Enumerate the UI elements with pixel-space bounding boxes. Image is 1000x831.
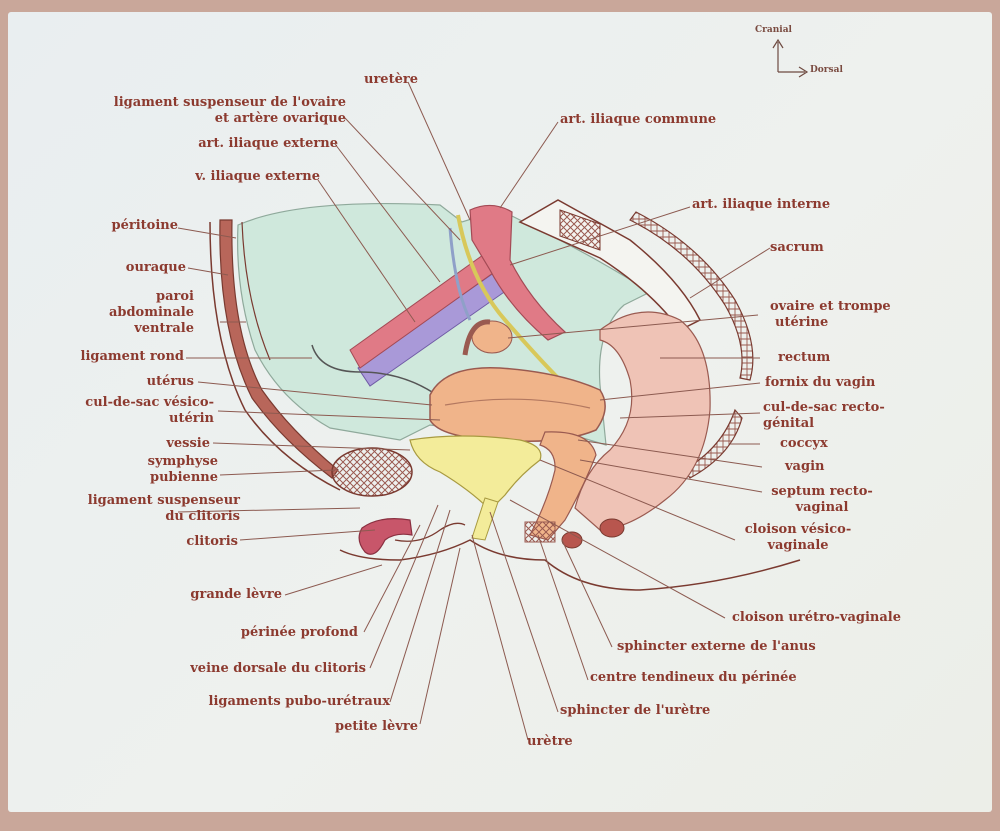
rectum [574,311,711,531]
label-coccyx: coccyx [780,436,828,451]
label-art-iliaque-interne: art. iliaque interne [692,197,831,212]
ovarian-vessels [448,227,472,321]
label-symphyse-1: symphyse [147,454,218,469]
orientation-arrow-icon [772,38,809,78]
label-art-iliaque-commune: art. iliaque commune [560,112,717,127]
anal-sphincter-2 [599,518,625,538]
label-lig-susp-clit-1: ligament suspenseur [87,493,240,508]
label-cloison-uretro: cloison urétro-vaginale [732,610,902,625]
label-uretere: uretère [364,72,418,87]
label-art-iliaque-externe: art. iliaque externe [198,136,338,151]
label-cloison-vesico-1: cloison vésico- [744,522,852,537]
label-perinee-profond: périnée profond [240,625,358,640]
label-ovaire-1: ovaire et trompe [770,299,891,314]
ureter [456,214,562,382]
label-ligament-rond: ligament rond [80,349,184,364]
label-uretre: urètre [527,734,573,749]
label-cds-recto-1: cul-de-sac recto- [763,400,885,415]
bladder [409,435,542,511]
sacrum [518,199,754,479]
label-paroi-3: ventrale [134,321,194,336]
label-sphincter-uretre: sphincter de l'urètre [560,703,711,718]
orientation-dorsal-label: Dorsal [810,65,843,75]
label-sacrum: sacrum [770,240,824,255]
perineal-body [524,521,556,543]
label-peritoine: péritoine [111,218,179,233]
label-lig-pubo: ligaments pubo-urétraux [208,694,390,709]
label-septum-1: septum recto- [771,484,873,499]
peritoneum-line [241,221,271,361]
leader-lines [177,81,771,741]
label-cds-recto-2: génital [763,416,815,431]
label-septum-2: vaginal [795,500,849,515]
label-vessie: vessie [166,436,210,451]
label-vagin: vagin [785,459,825,474]
orientation-cranial-label: Cranial [755,25,792,35]
label-ovaire-2: utérine [775,315,829,330]
label-petite-levre: petite lèvre [335,719,418,734]
label-ouraque: ouraque [125,260,186,275]
label-cloison-vesico-2: vaginale [767,538,829,553]
label-v-iliaque-externe: v. iliaque externe [195,169,320,184]
uterine-cavity-line [444,398,591,409]
label-symphyse-2: pubienne [149,470,218,485]
label-cds-vesico-1: cul-de-sac vésico- [85,395,214,410]
urethra [471,497,499,541]
label-sphincter-anus: sphincter externe de l'anus [617,639,816,654]
perineum-contour [339,539,801,591]
pubic-symphysis [331,447,413,497]
label-paroi-2: abdominale [108,305,194,320]
common-iliac-artery [469,204,567,341]
label-cds-vesico-2: utérin [169,411,214,426]
label-uterus: utérus [146,374,194,389]
label-rectum: rectum [778,350,831,365]
label-lig-susp-ovaire-1: ligament suspenseur de l'ovaire [113,95,346,110]
label-lig-susp-ovaire-2: et artère ovarique [214,111,346,126]
label-lig-susp-clit-2: du clitoris [165,509,240,524]
round-ligament [311,344,433,393]
label-veine-dorsale: veine dorsale du clitoris [190,661,366,676]
label-paroi-1: paroi [156,289,194,304]
labia-contour [394,522,466,542]
ovary-and-tube [462,319,513,356]
label-clitoris: clitoris [186,534,238,549]
label-fornix: fornix du vagin [765,375,876,390]
clitoris [358,518,413,555]
abdominal-skin-line [209,221,341,491]
label-grande-levre: grande lèvre [190,587,282,602]
label-centre-tendineux: centre tendineux du périnée [590,670,797,685]
